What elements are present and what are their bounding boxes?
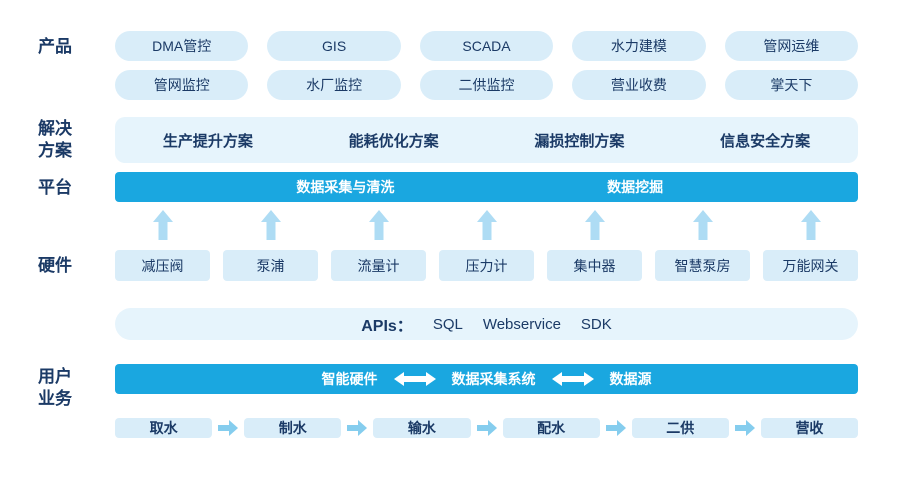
section-label-products: 产品 — [38, 37, 72, 56]
chain-item: 数据源 — [609, 371, 652, 387]
solution-item: 能耗优化方案 — [348, 132, 439, 150]
solution-item: 信息安全方案 — [720, 132, 811, 150]
hardware-pill: 减压阀 — [115, 250, 210, 281]
apis-item: SQL — [432, 315, 463, 333]
product-pill: 管网运维 — [724, 31, 859, 61]
right-arrow-icon — [729, 419, 761, 436]
business-chain-bar: 智能硬件 数据采集系统 数据源 — [115, 364, 858, 394]
products-row-1: DMA管控 GIS SCADA 水力建模 管网运维 — [115, 31, 859, 61]
apis-bar: APIs： SQL Webservice SDK — [115, 308, 858, 340]
hardware-pill: 泵浦 — [223, 250, 318, 281]
flow-step-pill: 取水 — [115, 417, 213, 438]
label-line: 方案 — [38, 141, 72, 160]
up-arrows-row — [115, 206, 858, 244]
section-label-business: 用户 业务 — [38, 366, 108, 410]
water-flow-row: 取水 制水 输水 配水 二供 营收 — [115, 412, 859, 443]
label-line: 业务 — [38, 389, 72, 408]
right-arrow-icon — [600, 419, 632, 436]
up-arrow-icon — [331, 206, 426, 244]
product-pill: DMA管控 — [115, 31, 249, 61]
right-arrow-icon — [212, 419, 244, 436]
product-pill: 二供监控 — [419, 70, 554, 100]
hardware-pill: 集中器 — [547, 250, 642, 281]
flow-step-pill: 二供 — [631, 417, 729, 438]
label-line: 用户 — [38, 367, 72, 386]
flow-step-pill: 制水 — [244, 417, 342, 438]
section-label-hardware: 硬件 — [38, 256, 72, 275]
platform-item: 数据采集与清洗 — [296, 179, 395, 195]
product-pill: 水力建模 — [572, 31, 706, 61]
up-arrow-icon — [223, 206, 318, 244]
hardware-pill: 智慧泵房 — [655, 250, 750, 281]
flow-step-pill: 营收 — [760, 417, 859, 438]
platform-item: 数据挖掘 — [607, 179, 664, 195]
up-arrow-icon — [547, 206, 642, 244]
chain-item: 数据采集系统 — [451, 371, 536, 387]
flow-step-pill: 配水 — [502, 417, 600, 438]
products-row-2: 管网监控 水厂监控 二供监控 营业收费 掌天下 — [115, 70, 859, 100]
product-pill: GIS — [267, 31, 401, 61]
solution-item: 生产提升方案 — [162, 132, 253, 150]
hardware-row: 减压阀 泵浦 流量计 压力计 集中器 智慧泵房 万能网关 — [115, 250, 858, 281]
solution-item: 漏损控制方案 — [534, 132, 625, 150]
product-pill: 掌天下 — [724, 70, 859, 100]
product-pill: 管网监控 — [115, 70, 249, 100]
right-arrow-icon — [341, 419, 373, 436]
double-arrow-icon — [393, 372, 436, 386]
product-pill: 营业收费 — [572, 70, 706, 100]
section-label-platform: 平台 — [38, 178, 72, 197]
hardware-pill: 流量计 — [331, 250, 426, 281]
product-pill: 水厂监控 — [267, 70, 401, 100]
right-arrow-icon — [471, 419, 503, 436]
label-line: 解决 — [38, 119, 72, 138]
up-arrow-icon — [763, 206, 858, 244]
flow-step-pill: 输水 — [373, 417, 471, 438]
hardware-pill: 压力计 — [439, 250, 534, 281]
apis-item: SDK — [580, 315, 612, 333]
apis-item: Webservice — [482, 315, 561, 333]
apis-title: APIs： — [361, 318, 413, 335]
up-arrow-icon — [655, 206, 750, 244]
product-pill: SCADA — [419, 31, 554, 61]
hardware-pill: 万能网关 — [763, 250, 858, 281]
section-label-solutions: 解决 方案 — [38, 118, 108, 162]
solutions-bar: 生产提升方案 能耗优化方案 漏损控制方案 信息安全方案 — [115, 117, 858, 163]
up-arrow-icon — [115, 206, 210, 244]
chain-item: 智能硬件 — [321, 371, 378, 387]
up-arrow-icon — [439, 206, 534, 244]
platform-bar: 数据采集与清洗 数据挖掘 — [115, 172, 858, 202]
double-arrow-icon — [551, 372, 594, 386]
